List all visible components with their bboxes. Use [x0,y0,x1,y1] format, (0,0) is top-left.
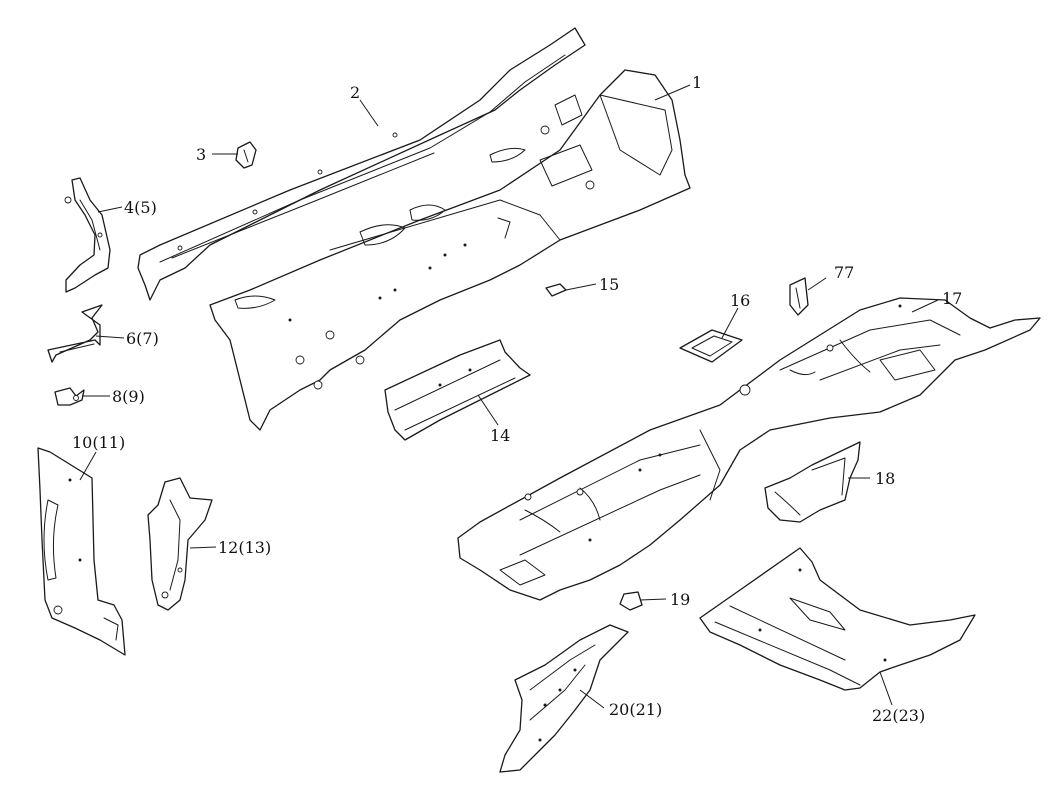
leader-20 [579,689,605,709]
part-19-pad [619,591,643,611]
callout-labels: 1 2 3 4(5) 6(7) 8(9) 10(11) 12(13) 14 15… [72,73,962,725]
part-12-pillar-bracket [147,477,213,611]
leader-lines [79,84,939,709]
callout-77: 77 [834,263,854,282]
callout-22: 22(23) [872,706,925,725]
callout-16: 16 [730,291,750,310]
callout-4: 4(5) [124,198,157,217]
leader-12 [189,546,217,549]
leader-77 [807,277,827,291]
part-1-dash-panel [209,69,691,431]
callout-3: 3 [196,145,206,164]
leader-15 [565,283,597,291]
part-3-bracket [235,141,257,169]
leader-2 [359,99,379,127]
part-8-clip [54,387,85,406]
callout-20: 20(21) [609,700,662,719]
callout-15: 15 [599,275,619,294]
part-2-dash-cross-member [137,27,586,301]
callout-1: 1 [692,73,702,92]
part-4-side-reinforcement [64,177,111,293]
callout-17: 17 [942,289,962,308]
part-22-rear-floor-panel [699,547,976,691]
part-6-bracket [47,304,103,363]
leader-19 [639,598,667,601]
leader-1 [654,84,691,101]
callout-19: 19 [670,590,690,609]
part-20-side-member [499,624,629,773]
leader-4 [97,206,123,213]
callout-18: 18 [875,469,895,488]
callout-8: 8(9) [112,387,145,406]
part-14-cross-bracket [384,339,531,441]
part-16-cover-plate [679,329,743,363]
callout-12: 12(13) [218,538,271,557]
leader-14 [477,394,499,426]
callout-6: 6(7) [126,329,159,348]
callout-14: 14 [490,426,510,445]
callout-2: 2 [350,83,360,102]
part-10-side-panel [37,447,126,656]
leader-22 [879,671,893,706]
callout-10: 10(11) [72,433,125,452]
part-18-rear-bracket [764,441,861,523]
part-77-bracket [789,277,809,316]
part-15-fastener [545,283,567,297]
part-17-floor-panel [457,297,1041,601]
leader-16 [721,307,739,339]
leader-10 [79,451,97,481]
leader-6 [95,335,125,339]
leader-17 [911,299,939,313]
